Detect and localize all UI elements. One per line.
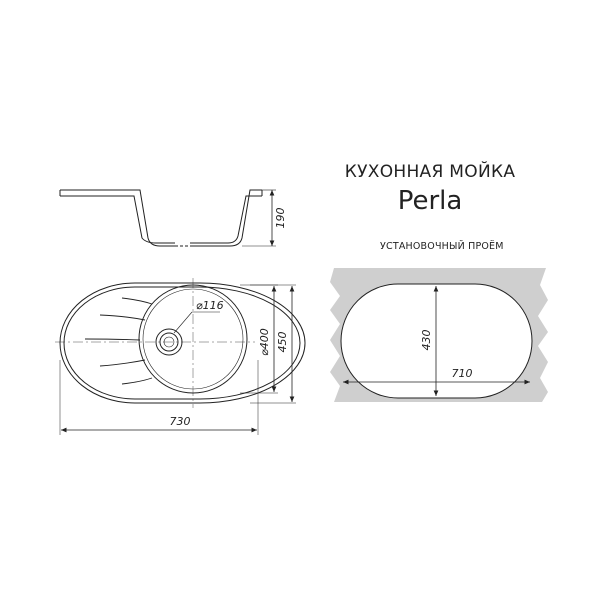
cutout-opening [340, 283, 533, 399]
dim-450-label: 450 [276, 332, 289, 353]
dim-730-label: 730 [170, 415, 191, 428]
side-profile-view [59, 189, 276, 247]
page-title-line2: Perla [397, 186, 463, 216]
dim-190-label: 190 [274, 208, 287, 229]
dim-116-label: ⌀116 [196, 299, 224, 312]
dim-400-label: ⌀400 [258, 328, 271, 356]
profile-outline-right [190, 189, 262, 247]
sink-outer-outline [59, 282, 306, 404]
drainboard-ribs [84, 297, 153, 385]
sink-top-view [55, 278, 306, 435]
profile-outline [60, 189, 175, 247]
page-title-line1: КУХОННАЯ МОЙКА [344, 162, 516, 182]
dim-710-label: 710 [452, 367, 473, 380]
dim-430-label: 430 [420, 330, 433, 351]
installation-cutout [330, 268, 548, 402]
cutout-label: УСТАНОВОЧНЫЙ ПРОЁМ [380, 241, 504, 252]
